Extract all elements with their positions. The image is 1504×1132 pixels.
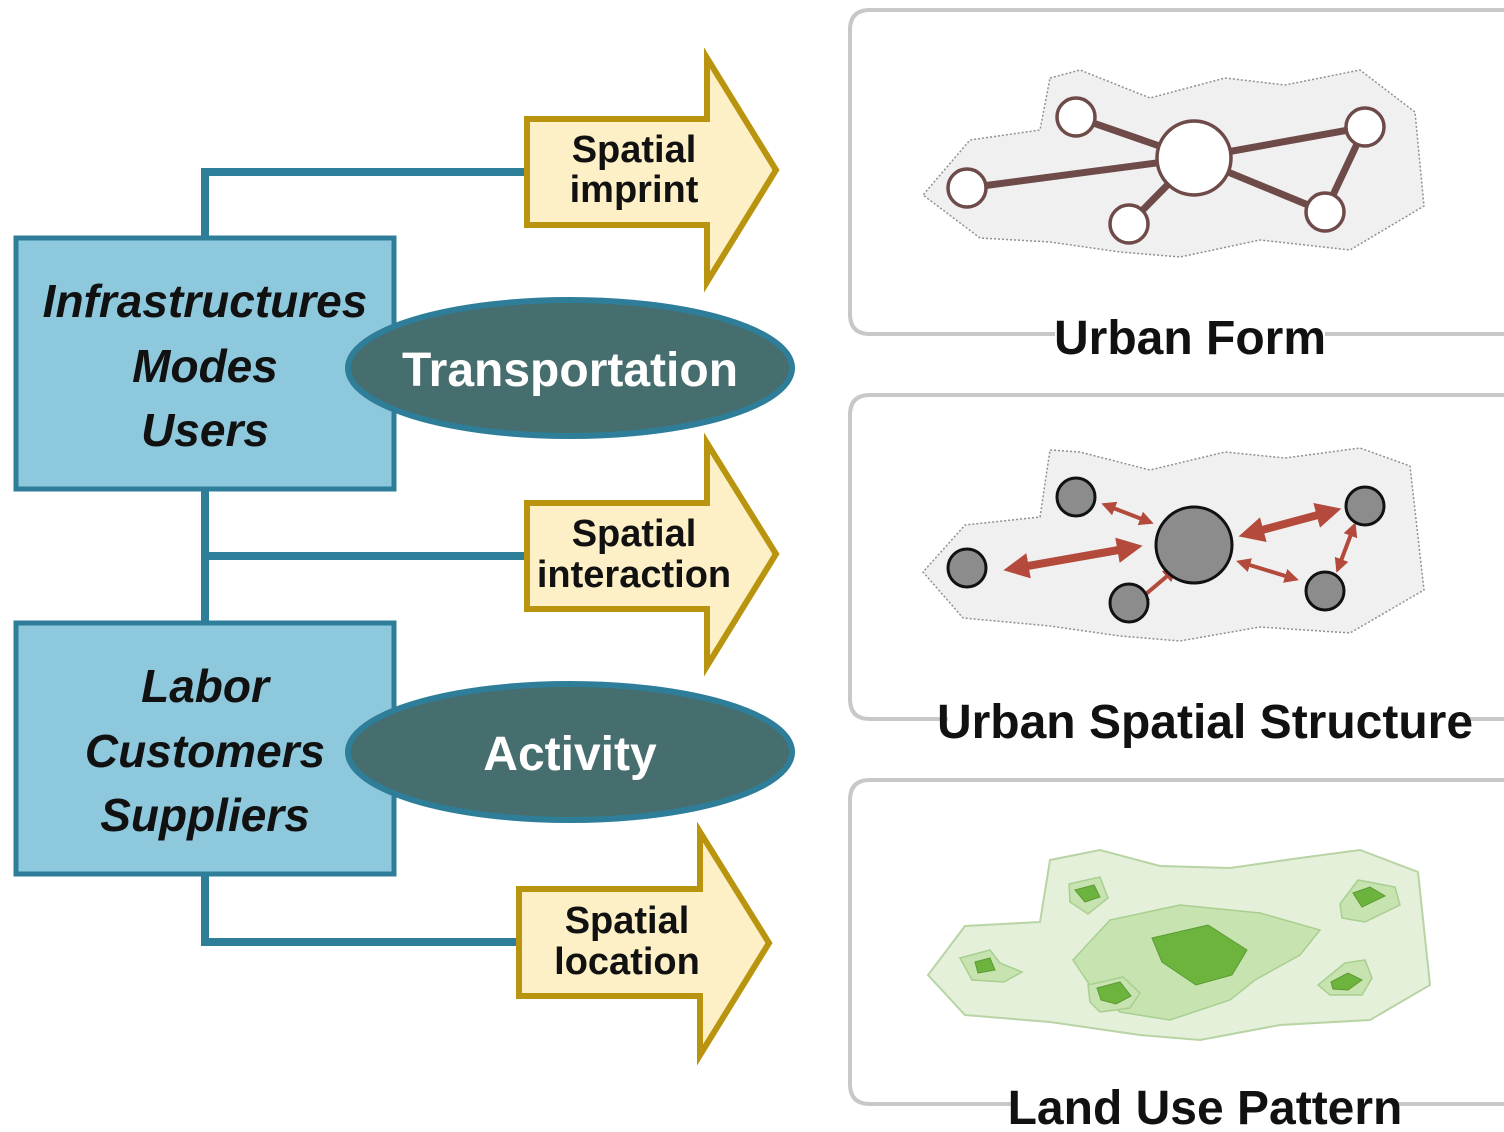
factor-infrastructures: Infrastructures	[43, 275, 368, 327]
central-node	[1154, 505, 1234, 585]
factor-labor: Labor	[141, 660, 271, 712]
arrow-imprint-line1: Spatial	[572, 129, 697, 171]
arrow-imprint-line2: imprint	[570, 169, 699, 211]
panel-title-land-use-pattern: Land Use Pattern	[1008, 1082, 1403, 1132]
panel-title-urban-spatial-structure: Urban Spatial Structure	[937, 696, 1473, 749]
node	[946, 167, 988, 209]
node	[1344, 106, 1386, 148]
connector-lines	[201, 168, 530, 946]
factor-suppliers: Suppliers	[100, 789, 310, 841]
node	[1304, 570, 1346, 612]
interaction-arrows	[1003, 501, 1358, 604]
activity-factors-box: Labor Customers Suppliers	[13, 620, 397, 877]
node	[1055, 96, 1097, 138]
land-dark-patches	[974, 884, 1387, 1005]
node	[946, 547, 988, 589]
arrow-spatial-interaction: Spatial interaction	[524, 432, 780, 677]
network-nodes	[946, 96, 1386, 245]
connector-imprint	[201, 168, 530, 238]
arrow-interaction-line1: Spatial	[572, 513, 697, 555]
arrow-interaction-line2: interaction	[537, 554, 731, 596]
arrow-spatial-location: Spatial location	[516, 821, 773, 1066]
factor-modes: Modes	[132, 340, 278, 392]
factor-users: Users	[141, 404, 269, 456]
factor-customers: Customers	[85, 725, 325, 777]
central-land-patch	[1151, 924, 1248, 986]
central-node	[1155, 119, 1233, 197]
connector-location	[201, 874, 522, 946]
panel-land-use-pattern: Land Use Pattern	[848, 778, 1504, 1132]
transportation-ellipse: Transportation	[345, 297, 795, 439]
panel-urban-form: Urban Form	[848, 8, 1504, 365]
arrow-spatial-imprint: Spatial imprint	[524, 47, 780, 293]
arrow-location-line2: location	[554, 941, 700, 983]
activity-label: Activity	[483, 728, 657, 781]
node	[1055, 476, 1097, 518]
activity-ellipse: Activity	[345, 681, 795, 823]
arrow-location-line1: Spatial	[565, 900, 690, 942]
node	[1108, 203, 1150, 245]
node	[1304, 191, 1346, 233]
transportation-label: Transportation	[402, 344, 738, 397]
panel-urban-spatial-structure: Urban Spatial Structure	[848, 393, 1504, 749]
activity-nodes	[946, 476, 1386, 624]
node	[1344, 485, 1386, 527]
panel-title-urban-form: Urban Form	[1054, 312, 1326, 365]
node	[1108, 582, 1150, 624]
connector-interaction	[201, 489, 530, 560]
transport-factors-box: Infrastructures Modes Users	[13, 235, 397, 492]
